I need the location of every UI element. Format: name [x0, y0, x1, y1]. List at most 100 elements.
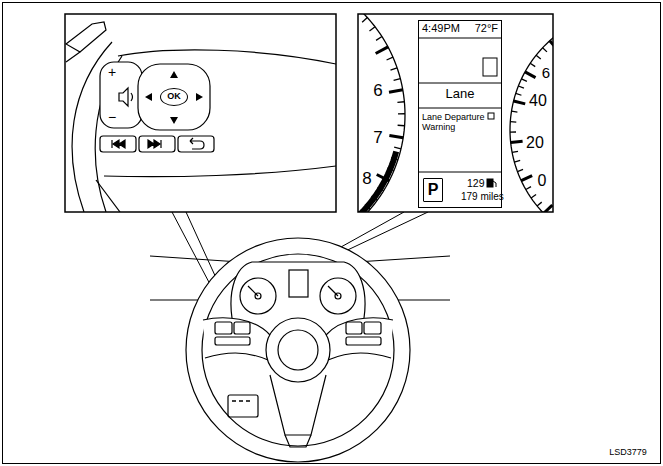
meter-inset: [516, 93, 522, 95]
meter-inset: [543, 48, 547, 52]
meter-inset: [536, 55, 541, 59]
meter-inset: [418, 38, 502, 172]
meter-inset: [512, 151, 518, 152]
odometer: 179 miles: [461, 191, 504, 202]
meter-inset: [510, 16, 553, 212]
gauge-dial: [358, 14, 553, 212]
meter-inset: [526, 187, 531, 190]
steering-wheel: [186, 238, 410, 462]
meter-inset: [360, 151, 396, 212]
steering-wheel: [326, 318, 393, 360]
controls-inset: [100, 62, 142, 128]
fuel-range: 129: [467, 178, 485, 190]
meter-inset: [550, 41, 553, 50]
meter-inset: [531, 195, 536, 198]
steering-wheel: [150, 238, 450, 462]
meter-inset: [537, 202, 542, 206]
meter-inset: [488, 113, 494, 119]
display-screen: 4:49PM 72°F LaneLane Departure Warning 1291…: [418, 20, 502, 208]
meter-inset: [387, 168, 393, 171]
meter-inset: [397, 101, 404, 103]
steering-wheel: [231, 262, 365, 318]
controls-inset: [65, 14, 336, 212]
speedometer-number: 6: [542, 65, 550, 80]
steering-wheel: [364, 322, 381, 334]
gear-indicator: P: [423, 178, 443, 202]
meter-inset: [521, 79, 526, 82]
meter-inset: [530, 63, 535, 66]
meter-inset: [369, 27, 375, 31]
meter-inset: [398, 113, 405, 114]
controls-inset: [113, 140, 125, 148]
steering-wheel: [215, 337, 250, 345]
volume-up-mark: +: [108, 65, 116, 79]
tachometer-number: 8: [362, 170, 371, 187]
steering-wheel: [232, 400, 250, 402]
speedometer-number: 0: [538, 173, 547, 189]
tachometer-number: 6: [373, 82, 382, 99]
temperature: 72°F: [475, 22, 498, 34]
menu-item: Lane Departure Warning: [422, 113, 488, 133]
meter-inset: [389, 90, 403, 92]
volume-down-mark: −: [108, 110, 116, 124]
meter-inset: [487, 179, 493, 187]
meter-inset: [514, 160, 520, 162]
meter-inset: [365, 205, 370, 210]
steering-wheel: [289, 270, 308, 297]
screen-divider: [418, 38, 502, 187]
controls-inset: [138, 64, 210, 130]
speedometer-number: 40: [529, 93, 547, 109]
meter-inset: [518, 86, 524, 88]
controls-inset: [66, 22, 106, 52]
steering-wheel: [215, 322, 232, 334]
steering-wheel: [266, 318, 330, 382]
controls-inset: [100, 136, 136, 152]
controls-inset: [148, 140, 160, 148]
meter-inset: [377, 174, 389, 180]
meter-inset: [390, 68, 397, 70]
meter-inset: [525, 72, 535, 78]
clock: 4:49PM: [422, 22, 460, 34]
meter-inset: [521, 176, 532, 181]
meter-inset: [372, 196, 378, 200]
meter-inset: [394, 79, 401, 81]
controls-inset: [66, 22, 336, 212]
menu-title: Lane: [419, 87, 501, 101]
meter-inset: [358, 208, 363, 212]
steering-wheel: [346, 322, 362, 334]
controls-inset: [119, 88, 128, 106]
meter-inset: [358, 14, 405, 212]
speedometer-number: 20: [526, 135, 544, 151]
steering-wheel: [248, 286, 258, 296]
controls-inset: [178, 136, 214, 152]
steering-wheel: [320, 278, 356, 314]
controls-inset: [96, 180, 120, 212]
meter-inset: [510, 131, 516, 132]
controls-inset: [104, 166, 336, 177]
meter-inset: [483, 58, 497, 76]
meter-inset: [394, 147, 401, 149]
meter-inset: [511, 141, 523, 142]
meter-inset: [387, 57, 393, 60]
meter-inset: [493, 181, 496, 187]
meter-inset: [398, 125, 405, 127]
ok-button: OK: [160, 88, 188, 106]
frame: [3, 3, 661, 464]
meter-inset: [376, 47, 388, 54]
meter-inset: [510, 121, 516, 123]
steering-wheel: [328, 286, 338, 296]
controls-inset: [131, 93, 133, 101]
steering-wheel: [202, 254, 394, 446]
meter-inset: [389, 135, 403, 137]
meter-inset: [362, 18, 367, 23]
steering-wheel: [240, 278, 276, 314]
meter-inset: [328, 0, 593, 236]
controls-inset: [65, 14, 336, 212]
meter-inset: [376, 37, 382, 41]
tachometer-number: 7: [373, 129, 382, 146]
meter-inset: [391, 158, 398, 160]
steering-wheel: [346, 337, 381, 345]
